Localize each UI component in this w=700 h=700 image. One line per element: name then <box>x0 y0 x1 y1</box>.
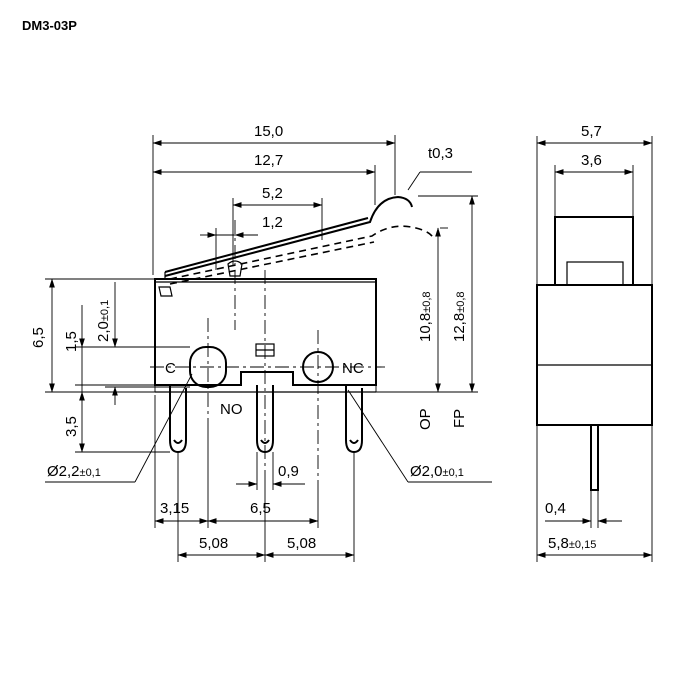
dim-side-width-plunger: 3,6 <box>581 152 602 169</box>
part-number-title: DM3-03P <box>22 18 77 33</box>
dim-op-tol: ±0,8 <box>421 291 433 312</box>
dim-side-width-outer: 5,7 <box>581 123 602 140</box>
left-dimensions: 6,5 1,5 2,0±0,1 3,5 <box>30 278 190 453</box>
lever-arm <box>164 195 413 277</box>
dim-pitch-left: 5,08 <box>199 535 228 552</box>
dim-offset-left: 3,15 <box>160 500 189 517</box>
dim-fp-value: 12,8 <box>451 313 468 342</box>
svg-text:10,8±0,8: 10,8±0,8 <box>417 291 434 342</box>
front-view: C NO NC <box>150 195 435 480</box>
dim-span-5-2: 5,2 <box>262 185 283 202</box>
dim-span-1-2: 1,2 <box>262 214 283 231</box>
dim-hole-height-tol: ±0,1 <box>99 300 111 321</box>
svg-text:12,8±0,8: 12,8±0,8 <box>451 291 468 342</box>
pin-normally-closed <box>345 385 363 454</box>
dim-pitch-right: 5,08 <box>287 535 316 552</box>
dim-op-label: OP <box>417 408 434 430</box>
dim-side-pin-width: 0,4 <box>545 500 566 517</box>
hole-callouts: Ø2,2±0,1 Ø2,0±0,1 <box>45 373 492 483</box>
dim-overall-length: 15,0 <box>254 123 283 140</box>
side-view: 5,7 3,6 0,4 5,8±0,15 <box>536 123 653 562</box>
switch-body-outline <box>154 278 377 386</box>
svg-text:2,0±0,1: 2,0±0,1 <box>95 300 112 342</box>
top-dimensions: 15,0 12,7 5,2 1,2 t0,3 <box>152 123 472 275</box>
side-body <box>536 284 653 426</box>
dim-body-height: 6,5 <box>30 327 47 348</box>
svg-text:5,8±0,15: 5,8±0,15 <box>548 535 596 552</box>
dim-center-span: 6,5 <box>250 500 271 517</box>
pin-normally-open <box>256 385 274 454</box>
terminal-label-nc: NC <box>342 360 364 377</box>
dim-lever-length: 12,7 <box>254 152 283 169</box>
side-pin <box>590 424 599 491</box>
dim-fp-tol: ±0,8 <box>455 291 467 312</box>
svg-text:Ø2,2±0,1: Ø2,2±0,1 <box>47 463 101 480</box>
dim-fp-label: FP <box>451 409 468 428</box>
hole-left-diameter: Ø2,2 <box>47 463 80 480</box>
hole-left-tol: ±0,1 <box>80 467 101 479</box>
dim-hole-offset: 1,5 <box>63 331 80 352</box>
dim-pin-width: 0,9 <box>278 463 299 480</box>
svg-text:Ø2,0±0,1: Ø2,0±0,1 <box>410 463 464 480</box>
dim-lever-thickness: t0,3 <box>428 145 453 162</box>
dim-hole-height: 2,0 <box>95 321 112 342</box>
hole-right-diameter: Ø2,0 <box>410 463 443 480</box>
dim-side-body-width-tol: ±0,15 <box>569 539 596 551</box>
terminal-label-no: NO <box>220 401 243 418</box>
pin-common <box>169 385 187 454</box>
lever-operated-position <box>169 225 435 280</box>
right-dimensions: 10,8±0,8 OP 12,8±0,8 FP <box>376 195 478 430</box>
dim-op-value: 10,8 <box>417 313 434 342</box>
hole-right-tol: ±0,1 <box>443 467 464 479</box>
dim-side-body-width: 5,8 <box>548 535 569 552</box>
bottom-dimensions: 0,9 3,15 6,5 5,08 5,08 <box>154 395 355 562</box>
dim-pin-length: 3,5 <box>63 416 80 437</box>
terminal-label-c: C <box>165 360 176 377</box>
